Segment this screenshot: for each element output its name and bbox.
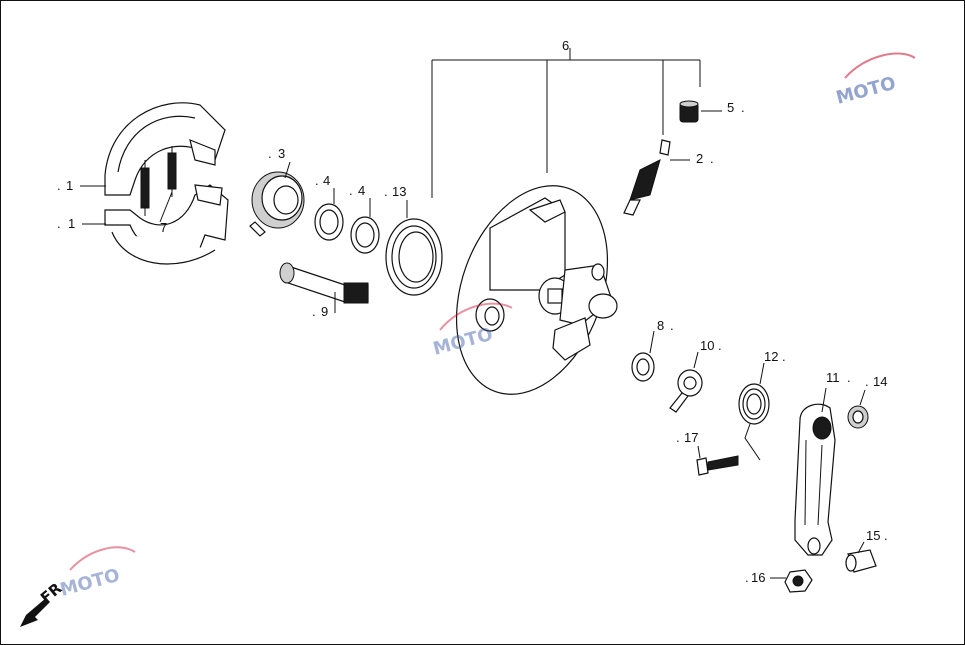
grease-nipple-cap — [679, 100, 699, 123]
brake-arm — [794, 403, 836, 556]
watermark-logo: MOTO — [58, 546, 136, 601]
svg-text:.: . — [741, 100, 745, 115]
label-part-4: 4 — [358, 183, 365, 198]
callout-part-6: 6 — [431, 38, 701, 198]
shoe-spring — [167, 146, 177, 197]
label-part-4: 4 — [323, 173, 330, 188]
callout-part-4-second: . 4 — [349, 183, 371, 217]
svg-text:.: . — [676, 430, 680, 445]
brake-cam-shaft — [279, 262, 369, 304]
svg-text:.: . — [57, 216, 61, 231]
label-part-11: 11 — [826, 370, 840, 385]
label-part-13: 13 — [392, 184, 406, 199]
label-part-10: 10 — [700, 338, 714, 353]
label-part-14: 14 — [873, 374, 887, 389]
brake-shoe-assembly — [104, 102, 229, 265]
svg-text:.: . — [384, 184, 388, 199]
callout-part-14: . 14 — [859, 374, 887, 406]
callout-part-16: . 16 — [745, 570, 786, 585]
label-part-15: 15 — [866, 528, 880, 543]
joint-pin — [845, 549, 877, 573]
svg-text:.: . — [57, 178, 61, 193]
svg-text:.: . — [847, 370, 851, 385]
svg-text:.: . — [884, 528, 888, 543]
washer — [314, 203, 344, 241]
svg-text:.: . — [268, 146, 272, 161]
lock-nut — [784, 569, 813, 593]
washer — [350, 216, 380, 254]
return-spring — [738, 383, 770, 461]
speedometer-gear — [249, 171, 305, 237]
callout-part-13: . 13 — [384, 184, 408, 218]
thrust-washer — [631, 352, 655, 382]
nut — [847, 405, 869, 429]
label-part-16: 16 — [751, 570, 765, 585]
label-part-12: 12 — [764, 349, 778, 364]
svg-text:.: . — [349, 183, 353, 198]
svg-text:MOTO: MOTO — [834, 73, 898, 109]
svg-text:.: . — [315, 173, 319, 188]
callout-part-2: 2 . — [670, 151, 714, 166]
wear-indicator-plate — [669, 369, 703, 413]
callout-part-1-upper: . 1 — [57, 178, 106, 193]
svg-text:.: . — [718, 338, 722, 353]
callout-part-5: 5 . — [701, 100, 745, 115]
label-part-2: 2 — [696, 151, 703, 166]
watermark-logo: MOTO — [834, 52, 916, 109]
callout-part-4-first: . 4 — [315, 173, 335, 204]
label-part-5: 5 — [727, 100, 734, 115]
svg-text:.: . — [782, 349, 786, 364]
label-part-8: 8 — [657, 318, 664, 333]
bolt — [696, 455, 739, 476]
svg-text:.: . — [670, 318, 674, 333]
svg-text:.: . — [865, 374, 869, 389]
shoe-spring — [140, 160, 150, 216]
oil-seal — [385, 218, 443, 296]
callout-part-3: . 3 — [268, 146, 291, 179]
callout-part-1-lower: . 1 — [57, 216, 106, 231]
callout-part-17: . 17 — [676, 430, 701, 459]
svg-text:.: . — [312, 304, 316, 319]
brake-panel — [455, 185, 618, 395]
callout-part-10: 10 . — [693, 338, 722, 369]
callout-part-11: 11 . — [821, 370, 851, 413]
svg-text:.: . — [710, 151, 714, 166]
label-part-6: 6 — [562, 38, 569, 53]
speedometer-pinion — [623, 139, 671, 216]
label-part-1: 1 — [68, 216, 75, 231]
label-part-3: 3 — [278, 146, 285, 161]
label-part-9: 9 — [321, 304, 328, 319]
svg-text:.: . — [745, 570, 749, 585]
callout-part-15: 15 . — [857, 528, 888, 554]
label-part-17: 17 — [684, 430, 698, 445]
svg-text:MOTO: MOTO — [58, 565, 122, 601]
callout-part-7: 7 — [159, 191, 173, 235]
callout-part-9: . 9 — [312, 292, 336, 319]
callout-part-8: 8 . — [649, 318, 674, 354]
label-part-1: 1 — [66, 178, 73, 193]
label-part-7: 7 — [160, 220, 167, 235]
callout-part-12: 12 . — [759, 349, 786, 385]
